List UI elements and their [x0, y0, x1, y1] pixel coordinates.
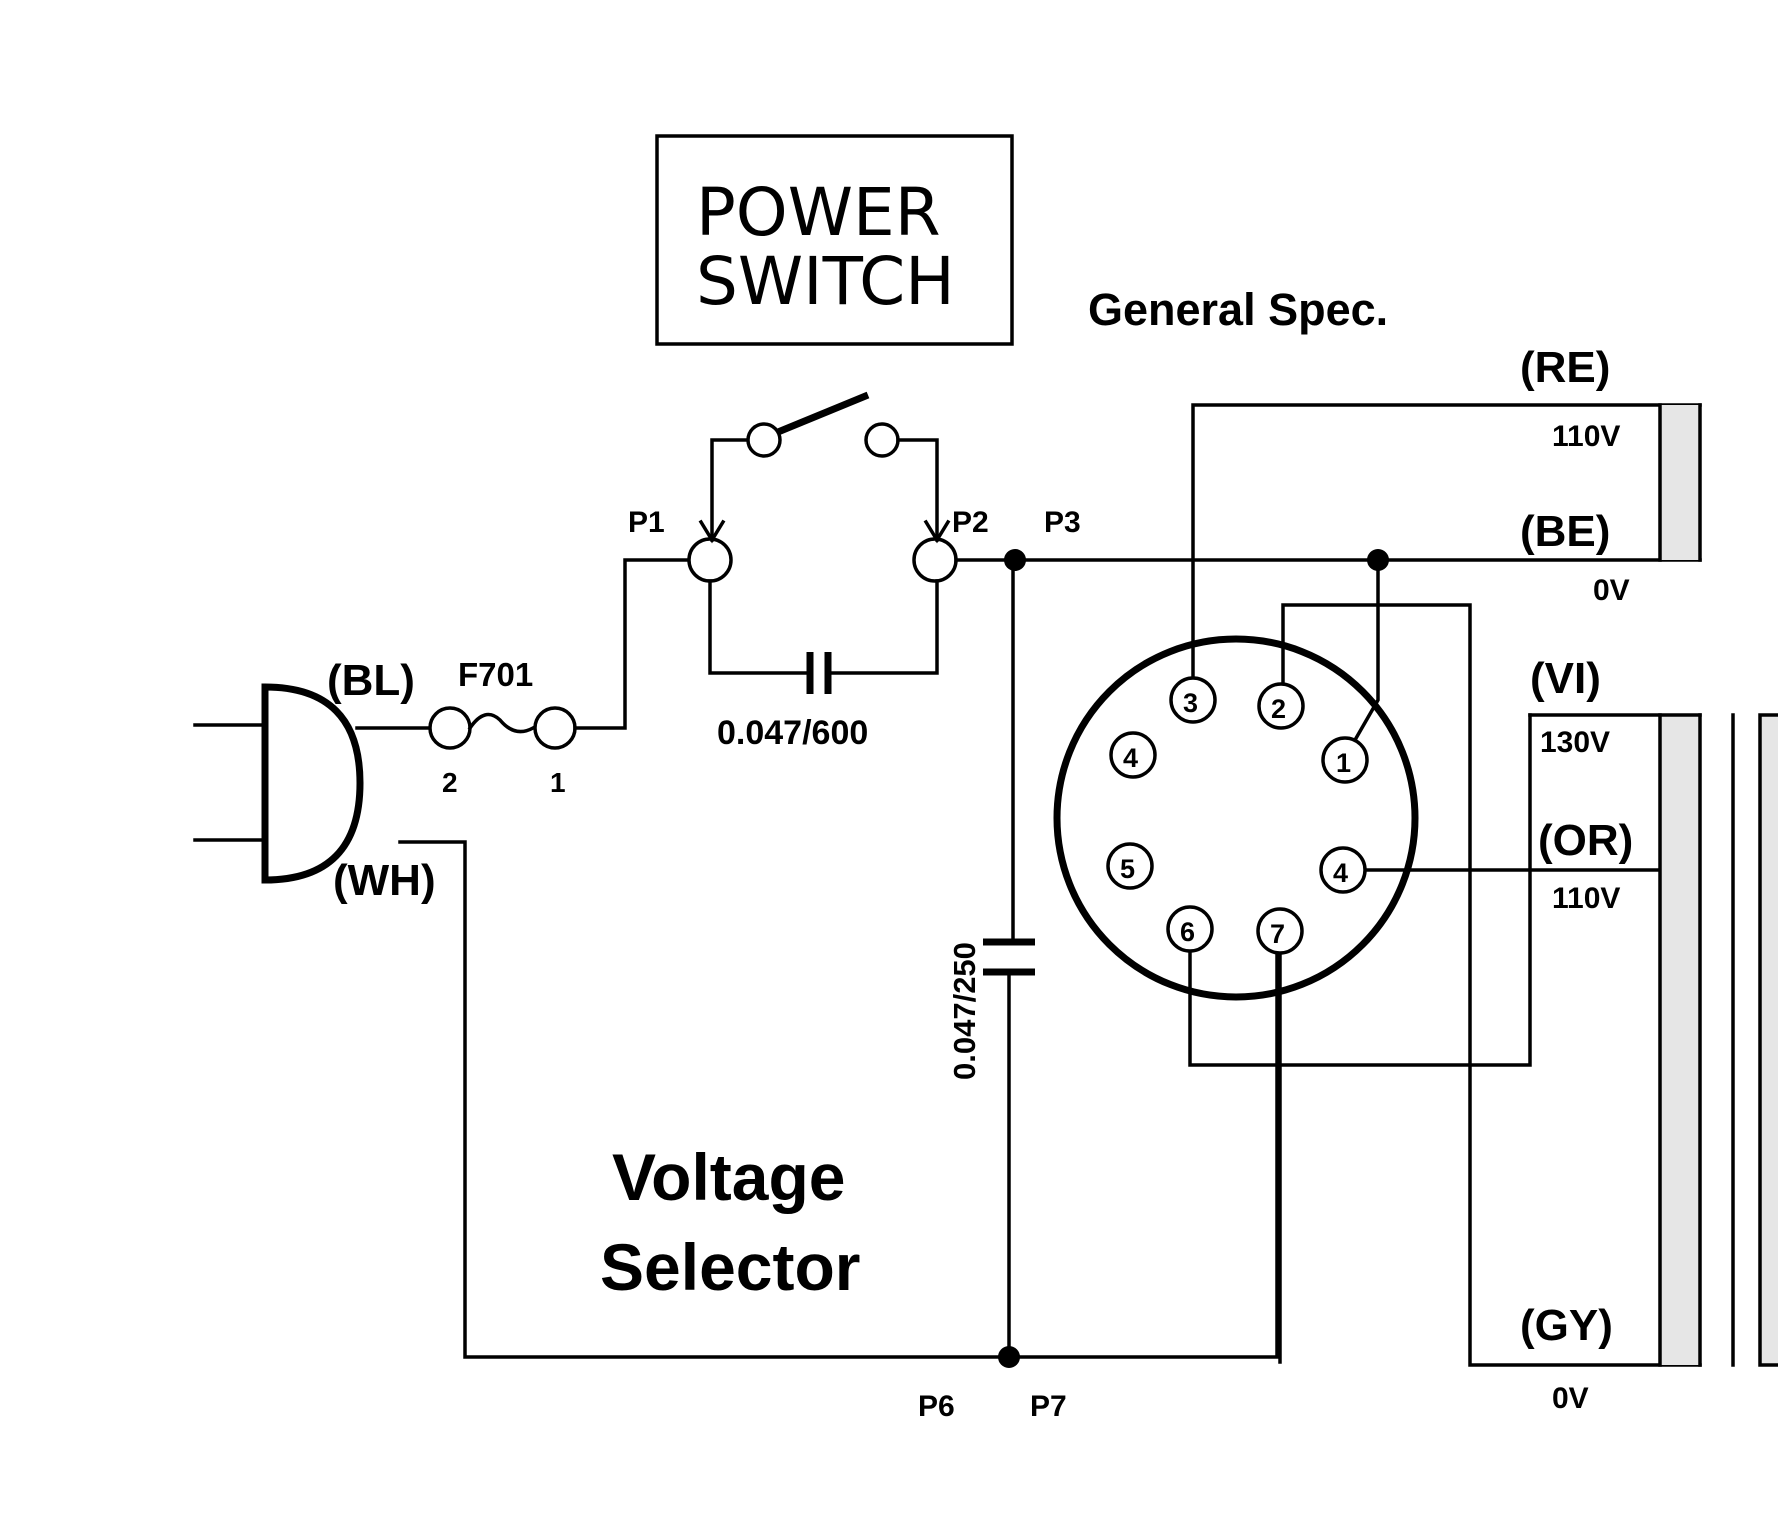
junction-p6-p7	[998, 1346, 1020, 1368]
fuse-pin-2-label: 2	[442, 767, 458, 798]
fuse-element	[467, 712, 536, 734]
upper-winding-fill	[1660, 405, 1700, 560]
voltage-selector-line-1: Voltage	[612, 1140, 845, 1214]
selector-pin-4-left	[1109, 731, 1157, 779]
selector-pin-7	[1256, 907, 1304, 955]
selector-pin-5-label: 5	[1120, 854, 1135, 884]
selector-pin-7-label: 7	[1270, 919, 1285, 949]
selector-pin-6	[1166, 905, 1214, 953]
switch-arrow-right	[923, 519, 951, 544]
switch-lead-left	[710, 438, 750, 542]
fuse-terminal-1	[533, 706, 577, 750]
ac-plug	[193, 683, 364, 884]
selector-pin-4-left-label: 4	[1123, 743, 1138, 773]
cap-lead-right	[828, 579, 939, 675]
fuse-pin-1-label: 1	[550, 767, 566, 798]
selector-pin-2	[1257, 682, 1305, 730]
point-p7-label: P7	[1030, 1390, 1067, 1423]
selector-pin-3-label: 3	[1183, 688, 1198, 718]
selector-pin-2-label: 2	[1271, 694, 1286, 724]
wire-pin6-to-violet	[1188, 713, 1532, 1067]
wire-neutral-return	[398, 840, 1279, 1359]
beige-wire-label: (BE)	[1520, 507, 1610, 556]
lower-winding-fill	[1660, 715, 1700, 1365]
selector-body	[1053, 635, 1419, 1001]
red-wire-label: (RE)	[1520, 343, 1610, 392]
fuse-terminal-2	[428, 706, 472, 750]
junction-p3	[1004, 549, 1026, 571]
switch-lead-right	[896, 438, 939, 542]
switch-blade	[776, 391, 870, 436]
selector-pin-6-label: 6	[1180, 917, 1195, 947]
selector-pin-5	[1106, 842, 1154, 890]
switch-capacitor-label: 0.047/600	[717, 714, 868, 752]
switch-terminal-p2	[912, 537, 958, 583]
red-wire-voltage: 110V	[1552, 420, 1620, 453]
switch-contact-right	[864, 422, 900, 458]
blue-wire-label: (BL)	[327, 656, 415, 705]
gray-wire-label: (GY)	[1520, 1301, 1613, 1350]
violet-wire-label: (VI)	[1530, 654, 1601, 703]
white-wire-label: (WH)	[333, 856, 436, 905]
switch-contact-left	[746, 422, 782, 458]
violet-wire-voltage: 130V	[1540, 726, 1610, 759]
selector-pin-3	[1169, 676, 1217, 724]
point-p6-label: P6	[918, 1390, 955, 1423]
selector-pin-1-label: 1	[1336, 748, 1351, 778]
plug-body	[261, 683, 364, 884]
secondary-winding-fill	[1760, 715, 1778, 1365]
fuse-f701	[355, 706, 577, 750]
orange-wire-voltage: 110V	[1552, 882, 1620, 915]
transformer-winding-lower	[1528, 713, 1702, 1367]
gray-wire-voltage: 0V	[1552, 1382, 1589, 1415]
fuse-ref-label: F701	[458, 656, 533, 693]
power-switch	[687, 391, 958, 694]
transformer-winding-upper	[1658, 403, 1702, 562]
cap-lead-left	[708, 579, 810, 675]
switch-terminal-p1	[687, 537, 733, 583]
point-p2-label: P2	[952, 506, 989, 539]
title-box-frame	[655, 134, 1014, 346]
orange-wire-label: (OR)	[1538, 816, 1633, 865]
voltage-selector-dial	[1053, 635, 1419, 1001]
title-line-2: SWITCH	[696, 243, 955, 320]
selector-pin-1	[1321, 736, 1369, 784]
power-switch-title: POWER SWITCH	[655, 134, 1014, 346]
wire-beige-to-pin1	[1352, 558, 1380, 743]
wire-pin2-to-gray	[1281, 603, 1702, 1367]
bypass-capacitor-label: 0.047/250	[947, 942, 982, 1080]
voltage-selector-line-2: Selector	[600, 1230, 860, 1304]
wire-pin3-to-red	[1191, 403, 1702, 681]
wire-fuse-to-p1	[573, 558, 690, 730]
general-spec-label: General Spec.	[1088, 284, 1388, 335]
title-line-1: POWER	[696, 174, 941, 251]
point-p3-label: P3	[1044, 506, 1081, 539]
beige-wire-voltage: 0V	[1593, 574, 1630, 607]
selector-pin-4-right	[1319, 846, 1367, 894]
switch-arrow-left	[698, 519, 726, 544]
selector-pin-4-right-label: 4	[1333, 858, 1348, 888]
secondary-winding-edge	[1758, 713, 1778, 1367]
selector-pins: 3 2 1 4 4 5 6 7	[1106, 676, 1369, 955]
point-p1-label: P1	[628, 506, 665, 539]
